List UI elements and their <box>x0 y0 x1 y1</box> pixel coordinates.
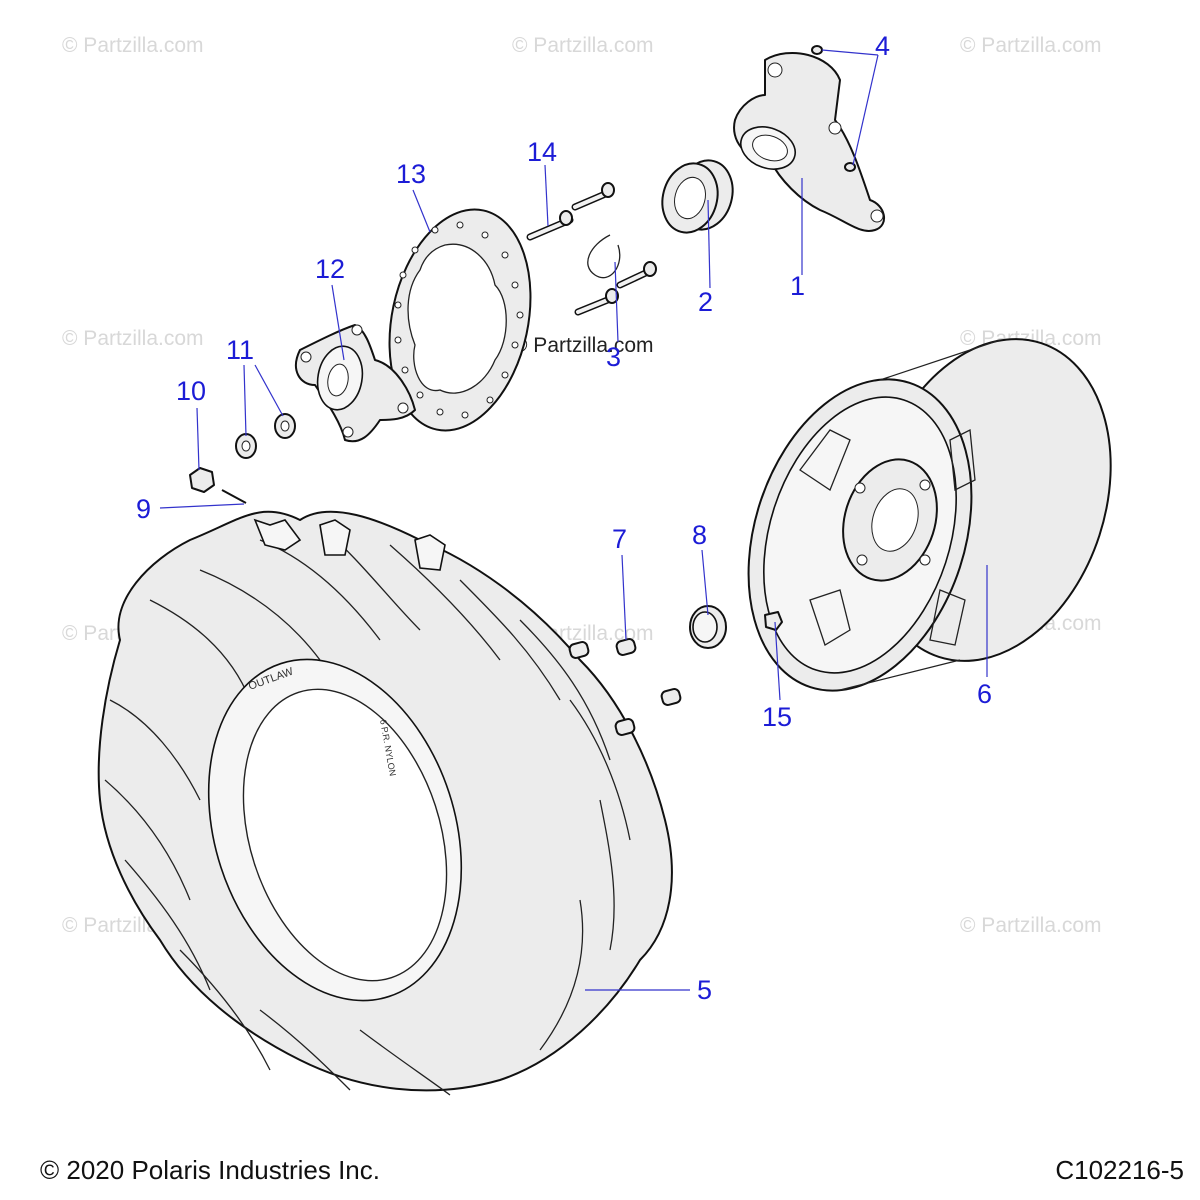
callout-9: 9 <box>136 494 151 524</box>
retaining-ring-part <box>587 234 621 279</box>
diagram-code: C102216-5 <box>1055 1155 1184 1185</box>
valve-stem-part <box>764 611 783 631</box>
hub-part <box>295 324 416 443</box>
callout-labels: 1 2 3 4 5 6 7 8 9 10 11 12 13 14 15 <box>136 31 992 1005</box>
callout-5: 5 <box>697 975 712 1005</box>
callout-8: 8 <box>692 520 707 550</box>
callout-12: 12 <box>315 254 345 284</box>
bolt-parts <box>526 182 657 316</box>
watermark-text: © Partzilla.com <box>512 34 654 57</box>
cotter-pin-part <box>221 489 247 504</box>
center-watermark-text: © Partzilla.com <box>512 334 654 357</box>
center-cap-part <box>689 605 727 649</box>
callout-14: 14 <box>527 137 557 167</box>
copyright-notice: © 2020 Polaris Industries Inc. <box>40 1155 380 1185</box>
callout-1: 1 <box>790 271 805 301</box>
callout-7: 7 <box>612 524 627 554</box>
watermark-text: © Partzilla.com <box>960 914 1102 937</box>
callout-6: 6 <box>977 679 992 709</box>
watermark-text: © Partzilla.com <box>960 34 1102 57</box>
leader-lines <box>159 49 988 991</box>
castle-nut-part <box>189 467 215 493</box>
callout-10: 10 <box>176 376 206 406</box>
lug-nut-parts <box>568 638 682 736</box>
bearing-part <box>661 159 734 234</box>
callout-4: 4 <box>875 31 890 61</box>
callout-15: 15 <box>762 702 792 732</box>
watermark-text: © Partzilla.com <box>62 34 204 57</box>
washer-parts <box>235 413 296 459</box>
brake-rotor-part <box>388 208 532 432</box>
bearing-carrier-part <box>733 51 885 232</box>
watermark-text: © Partzilla.com <box>62 327 204 350</box>
wheel-rim-part <box>747 338 1112 692</box>
tire-part: OUTLAW 6 P.R. NYLON <box>97 510 673 1096</box>
callout-3: 3 <box>606 342 621 372</box>
rotor-vent-holes <box>394 221 524 419</box>
callout-13: 13 <box>396 159 426 189</box>
callout-11: 11 <box>226 335 254 365</box>
callout-2: 2 <box>698 287 713 317</box>
